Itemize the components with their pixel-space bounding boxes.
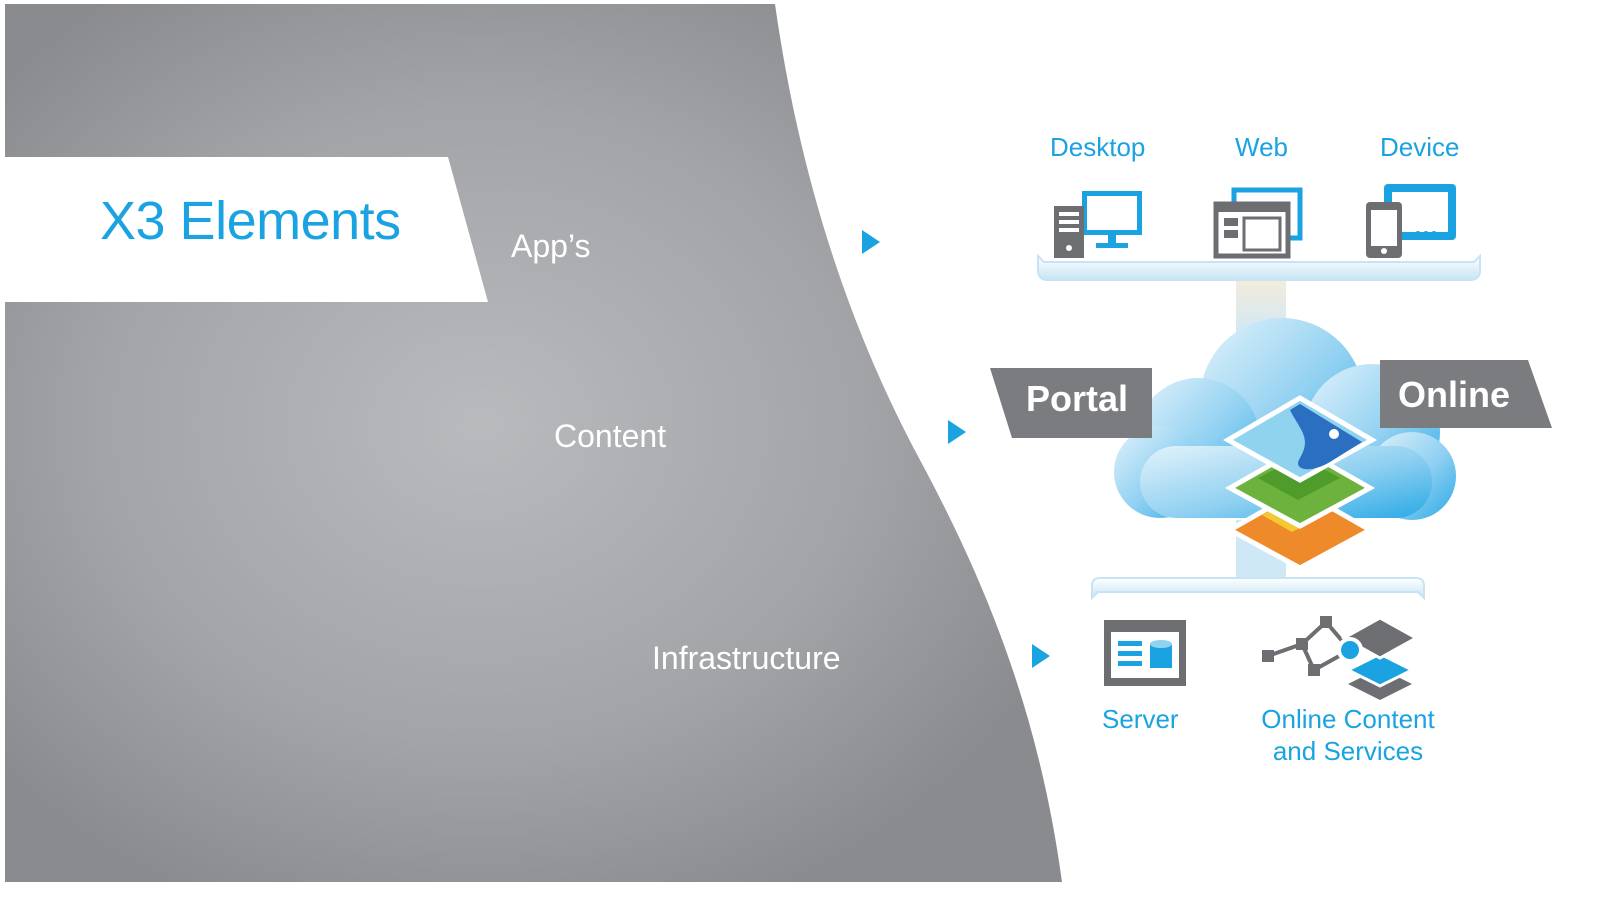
portal-tag bbox=[990, 368, 1152, 438]
web-icon bbox=[1213, 187, 1303, 259]
layer-label-content: Content bbox=[554, 418, 667, 454]
layer-label-apps: App’s bbox=[511, 228, 591, 264]
device-icon bbox=[1366, 184, 1456, 258]
portal-label: Portal bbox=[1026, 378, 1129, 419]
server-icon bbox=[1104, 620, 1186, 686]
desktop-icon bbox=[1054, 191, 1142, 258]
content-arrow-icon bbox=[948, 420, 966, 444]
gray-background-panel bbox=[5, 4, 1062, 882]
desktop-label: Desktop bbox=[1050, 132, 1146, 162]
online-services-label-line1: Online Content bbox=[1261, 704, 1435, 734]
device-label: Device bbox=[1380, 132, 1460, 162]
infrastructure-shelf bbox=[1091, 577, 1425, 601]
server-label: Server bbox=[1102, 704, 1179, 734]
online-services-label-line2: and Services bbox=[1272, 736, 1424, 766]
map-layers-icon bbox=[1222, 395, 1378, 571]
apps-shelf bbox=[1037, 253, 1481, 281]
page-title: X3 Elements bbox=[100, 191, 401, 251]
apps-arrow-icon bbox=[862, 230, 880, 254]
infrastructure-arrow-icon bbox=[1032, 644, 1050, 668]
online-services-icon bbox=[1262, 616, 1420, 700]
title-banner bbox=[5, 157, 488, 302]
web-label: Web bbox=[1235, 132, 1288, 162]
online-label: Online bbox=[1398, 374, 1511, 415]
layer-label-infrastructure: Infrastructure bbox=[652, 640, 841, 676]
online-tag bbox=[1380, 360, 1552, 428]
